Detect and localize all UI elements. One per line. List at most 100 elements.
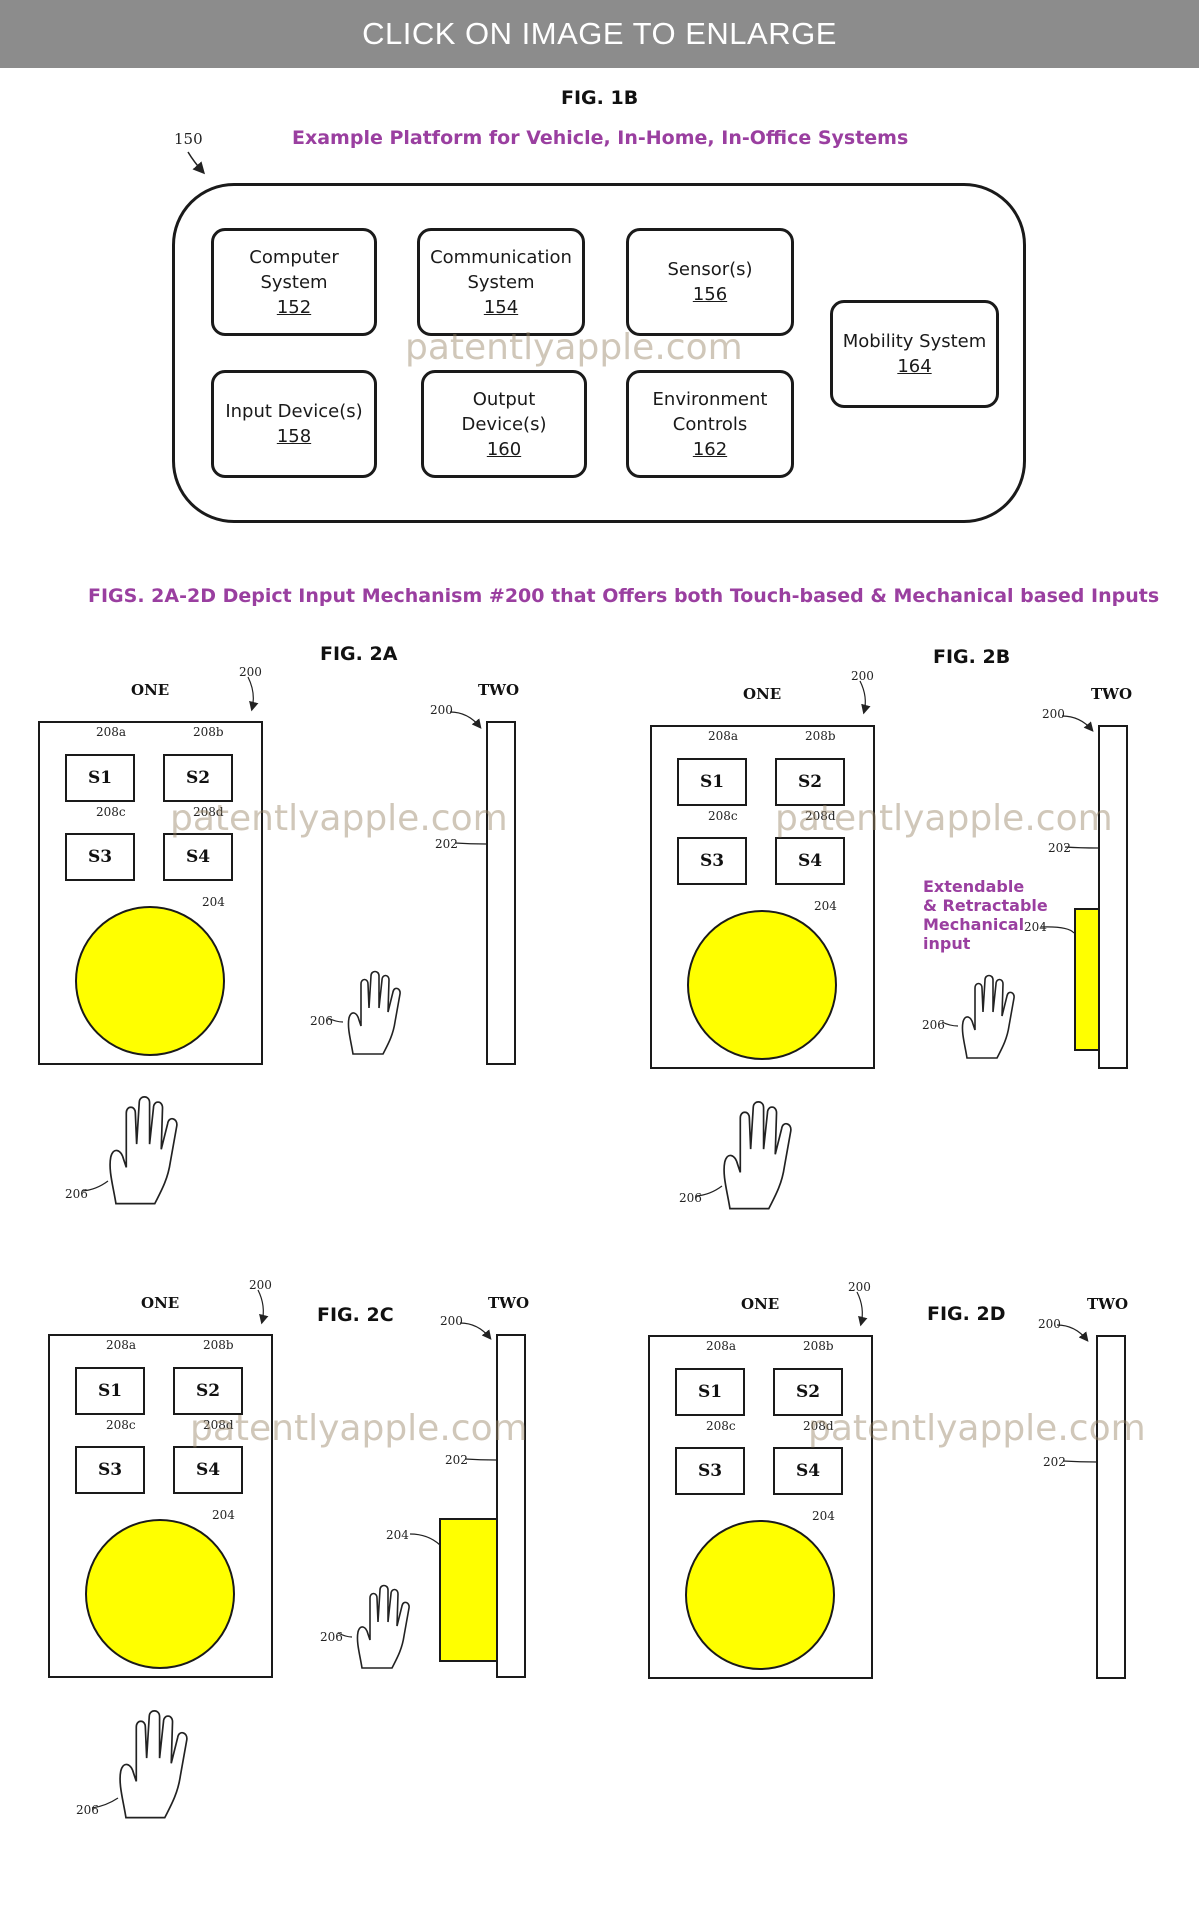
component-sensors: Sensor(s) 156 [626,228,794,336]
ref-208a: 208a [708,729,739,743]
key-s2[interactable]: S2 [163,754,233,802]
hand-icon [109,1096,178,1205]
ref-208c: 208c [708,809,738,823]
side-profile [486,721,516,1065]
ref-204: 204 [212,1508,235,1522]
ref-204: 204 [386,1528,409,1542]
ref-204: 204 [1024,920,1047,934]
component-output-devices: Output Device(s) 160 [421,370,587,478]
component-computer-system: Computer System 152 [211,228,377,336]
hand-icon [119,1710,188,1819]
ref-208b: 208b [805,729,836,743]
key-s1[interactable]: S1 [677,758,747,806]
component-number: 156 [692,284,728,305]
ref-150: 150 [174,130,203,148]
ref-200: 200 [1042,707,1065,721]
hand-icon [347,970,401,1055]
figs-2-caption: FIGS. 2A-2D Depict Input Mechanism #200 … [88,585,1160,607]
view-one-label: ONE [741,1295,780,1313]
ref-208a: 208a [106,1338,137,1352]
component-number: 160 [486,438,522,460]
key-s3[interactable]: S3 [675,1447,745,1495]
key-s2[interactable]: S2 [173,1367,243,1415]
extended-mechanical-input[interactable] [439,1518,498,1662]
side-profile [1096,1335,1126,1679]
fig-2b-title: FIG. 2B [933,646,1011,668]
key-s1[interactable]: S1 [675,1368,745,1416]
key-s3[interactable]: S3 [75,1446,145,1494]
component-input-devices: Input Device(s) 158 [211,370,377,478]
key-s4[interactable]: S4 [773,1447,843,1495]
component-label: Computer System [249,246,339,293]
side-profile [1098,725,1128,1069]
touch-dial[interactable] [687,910,837,1060]
ref-204: 204 [812,1509,835,1523]
ref-200: 200 [848,1280,871,1294]
component-number: 162 [692,438,728,460]
touch-dial[interactable] [85,1519,235,1669]
ref-208a: 208a [706,1339,737,1353]
key-s1[interactable]: S1 [65,754,135,802]
component-label: Output Device(s) [461,388,547,435]
side-profile [496,1334,526,1678]
view-two-label: TWO [488,1294,530,1312]
ref-200: 200 [440,1314,463,1328]
ref-206: 206 [65,1187,88,1201]
ref-208d: 208d [193,805,224,819]
ref-200: 200 [1038,1317,1061,1331]
annotation-line: input [923,934,971,953]
component-number: 164 [897,356,932,377]
fig-2d-title: FIG. 2D [927,1303,1006,1325]
ref-208d: 208d [803,1419,834,1433]
annotation-line: & Retractable [923,896,1048,915]
key-s4[interactable]: S4 [163,833,233,881]
fig-2a-title: FIG. 2A [320,643,398,665]
ref-206: 206 [310,1014,333,1028]
ref-208b: 208b [203,1338,234,1352]
key-s2[interactable]: S2 [775,758,845,806]
ref-204: 204 [202,895,225,909]
fig-1b-title: FIG. 1B [561,87,639,109]
fig-1b-subtitle: Example Platform for Vehicle, In-Home, I… [292,127,909,149]
component-label: Communication System [430,246,572,293]
ref-208c: 208c [96,805,126,819]
view-one-label: ONE [131,681,170,699]
key-s3[interactable]: S3 [65,833,135,881]
ref-202: 202 [1048,841,1071,855]
ref-200: 200 [239,665,262,679]
extended-mechanical-input[interactable] [1074,908,1100,1051]
ref-208b: 208b [193,725,224,739]
component-environment-controls: Environment Controls 162 [626,370,794,478]
ref-208d: 208d [805,809,836,823]
ref-200: 200 [851,669,874,683]
fig-2c-title: FIG. 2C [317,1304,394,1326]
component-number: 152 [276,296,312,318]
ref-202: 202 [435,837,458,851]
touch-dial[interactable] [685,1520,835,1670]
key-s4[interactable]: S4 [173,1446,243,1494]
touch-dial[interactable] [75,906,225,1056]
ref-200: 200 [430,703,453,717]
ref-208d: 208d [203,1418,234,1432]
key-s2[interactable]: S2 [773,1368,843,1416]
ref-204: 204 [814,899,837,913]
key-s1[interactable]: S1 [75,1367,145,1415]
hand-icon [961,974,1015,1059]
component-communication-system: Communication System 154 [417,228,585,336]
component-number: 158 [276,426,312,447]
key-s3[interactable]: S3 [677,837,747,885]
ref-208a: 208a [96,725,127,739]
component-number: 154 [483,296,519,318]
component-label: Environment Controls [652,388,768,435]
key-s4[interactable]: S4 [775,837,845,885]
enlarge-banner[interactable]: CLICK ON IMAGE TO ENLARGE [0,0,1199,68]
hand-icon [723,1101,792,1210]
view-two-label: TWO [1091,685,1133,703]
ref-206: 206 [320,1630,343,1644]
ref-208c: 208c [706,1419,736,1433]
annotation-line: Mechanical [923,915,1025,934]
view-two-label: TWO [1087,1295,1129,1313]
ref-206: 206 [679,1191,702,1205]
view-one-label: ONE [743,685,782,703]
ref-206: 206 [76,1803,99,1817]
